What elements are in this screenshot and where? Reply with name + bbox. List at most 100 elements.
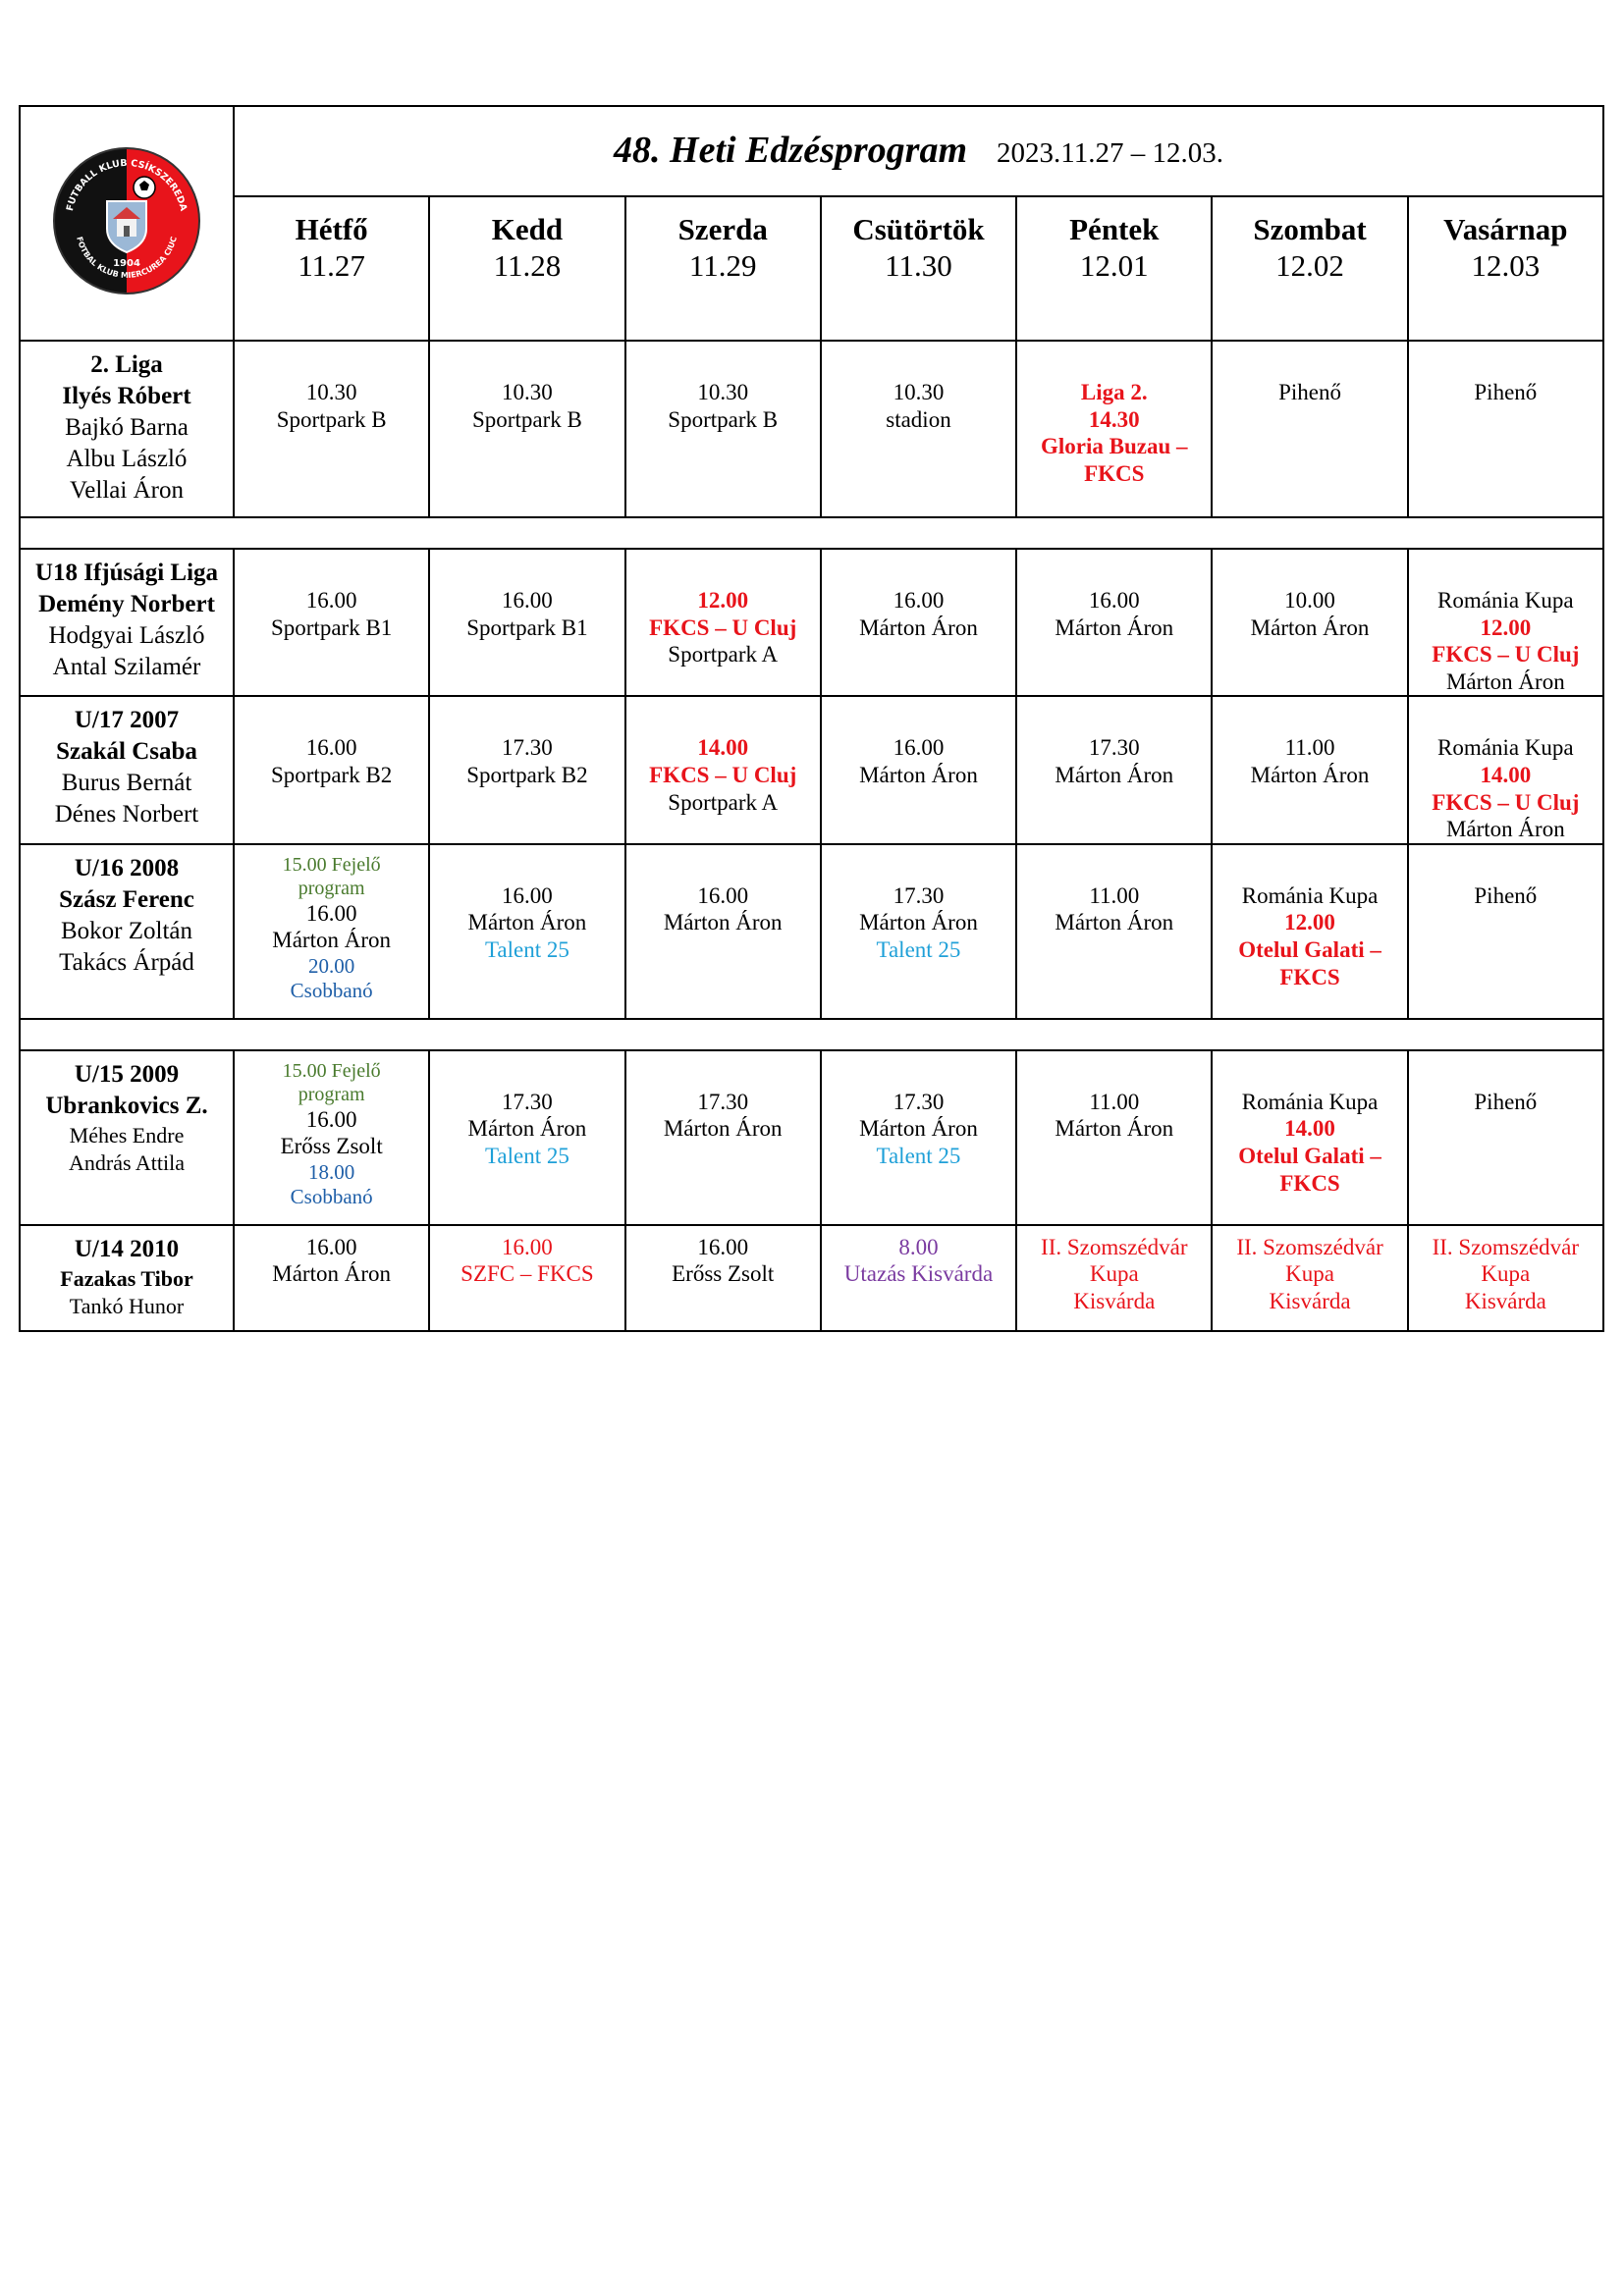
schedule-line: Utazás Kisvárda	[843, 1261, 994, 1287]
schedule-line: 11.00	[1089, 882, 1140, 908]
schedule-line: Kupa	[1285, 1261, 1334, 1287]
schedule-line: 15.00 Fejelő	[282, 853, 381, 876]
schedule-line: 17.30	[502, 1089, 553, 1114]
separator-row	[19, 516, 1604, 550]
schedule-line: Pihenő	[1278, 380, 1341, 404]
schedule-line: Márton Áron	[663, 910, 783, 935]
schedule-line: Sportpark B	[472, 406, 582, 432]
schedule-line: Liga 2.	[1080, 380, 1148, 404]
schedule-line: Gloria Buzau –	[1041, 434, 1188, 459]
schedule-line: Talent 25	[484, 1143, 569, 1168]
assistant-coach: Méhes Endre	[69, 1122, 185, 1148]
schedule-line: Kupa	[1481, 1261, 1531, 1287]
schedule-line: Erőss Zsolt	[672, 1261, 775, 1287]
schedule-line: 16.00	[305, 735, 357, 761]
assistant-coach: Vellai Áron	[70, 477, 184, 504]
separator-cell	[19, 516, 1604, 550]
schedule-line: Márton Áron	[859, 910, 978, 935]
team-name: U/17 2007	[74, 707, 180, 734]
schedule-line: FKCS – U Cluj	[649, 614, 797, 640]
schedule-line: FKCS	[1279, 1170, 1340, 1196]
schedule-line: FKCS – U Cluj	[1432, 789, 1580, 815]
schedule-line: 16.00	[893, 588, 945, 613]
schedule-line: 17.30	[502, 735, 553, 761]
page-title: 48. Heti Edzésprogram	[614, 130, 968, 172]
schedule-table: FUTBALL KLUB CSÍKSZEREDA FOTBAL KLUB MIE…	[19, 105, 1605, 1332]
head-coach: Szász Ferenc	[59, 885, 194, 913]
schedule-line: Márton Áron	[467, 1116, 587, 1142]
schedule-line: 12.00	[697, 588, 749, 613]
schedule-line: Márton Áron	[859, 1116, 978, 1142]
logo-cell: FUTBALL KLUB CSÍKSZEREDA FOTBAL KLUB MIE…	[19, 105, 235, 342]
schedule-line: Románia Kupa	[1437, 735, 1574, 761]
schedule-line: 10.30	[502, 380, 553, 404]
schedule-line: Márton Áron	[663, 1116, 783, 1142]
schedule-line: 17.30	[1088, 735, 1140, 761]
schedule-line: Márton Áron	[467, 910, 587, 935]
schedule-line: Márton Áron	[272, 1261, 391, 1287]
schedule-line: 16.00	[502, 588, 553, 613]
schedule-line: 16.00	[502, 1234, 553, 1259]
separator-row	[19, 1017, 1604, 1051]
schedule-cell: Pihenő	[1406, 1048, 1605, 1226]
schedule-line: Márton Áron	[1055, 614, 1174, 640]
title-cell: 48. Heti Edzésprogram 2023.11.27 – 12.03…	[233, 105, 1604, 197]
schedule-line: Márton Áron	[1445, 817, 1565, 842]
schedule-line: Márton Áron	[1250, 614, 1370, 640]
schedule-line: 8.00	[898, 1234, 939, 1259]
schedule-line: 17.30	[893, 1089, 945, 1114]
schedule-line: 12.00	[1480, 614, 1532, 640]
schedule-line: Márton Áron	[859, 614, 978, 640]
assistant-coach: Takács Árpád	[59, 948, 194, 976]
schedule-line: 20.00	[308, 953, 355, 978]
schedule-line: Talent 25	[876, 936, 961, 962]
schedule-line: stadion	[886, 406, 951, 432]
head-coach: Ilyés Róbert	[62, 383, 191, 409]
head-coach: Demény Norbert	[38, 591, 215, 617]
schedule-line: Románia Kupa	[1437, 588, 1574, 613]
schedule-line: Márton Áron	[272, 928, 391, 953]
schedule-line: Márton Áron	[1250, 762, 1370, 787]
head-coach: Szakál Csaba	[56, 738, 197, 766]
schedule-line: 17.30	[893, 882, 945, 908]
schedule-line: 16.00	[305, 900, 357, 926]
date-range: 2023.11.27 – 12.03.	[997, 137, 1223, 170]
assistant-coach: Albu László	[66, 446, 188, 472]
schedule-line: 10.30	[893, 380, 945, 404]
schedule-line: Pihenő	[1474, 1089, 1538, 1114]
schedule-line: 16.00	[305, 1106, 357, 1132]
schedule-line: Sportpark B2	[466, 762, 588, 787]
schedule-line: 16.00	[1088, 588, 1140, 613]
schedule-cell: Pihenő	[1406, 340, 1605, 518]
head-coach: Ubrankovics Z.	[45, 1092, 208, 1119]
schedule-line: 18.00	[308, 1159, 355, 1184]
schedule-line: 16.00	[697, 882, 749, 908]
head-coach: Fazakas Tibor	[60, 1265, 193, 1291]
schedule-line: Otelul Galati –	[1238, 936, 1381, 962]
logo-year: 1904	[113, 258, 140, 269]
team-name: U/14 2010	[74, 1235, 180, 1262]
schedule-line: Sportpark B2	[270, 762, 393, 787]
schedule-line: 12.00	[1284, 910, 1335, 935]
